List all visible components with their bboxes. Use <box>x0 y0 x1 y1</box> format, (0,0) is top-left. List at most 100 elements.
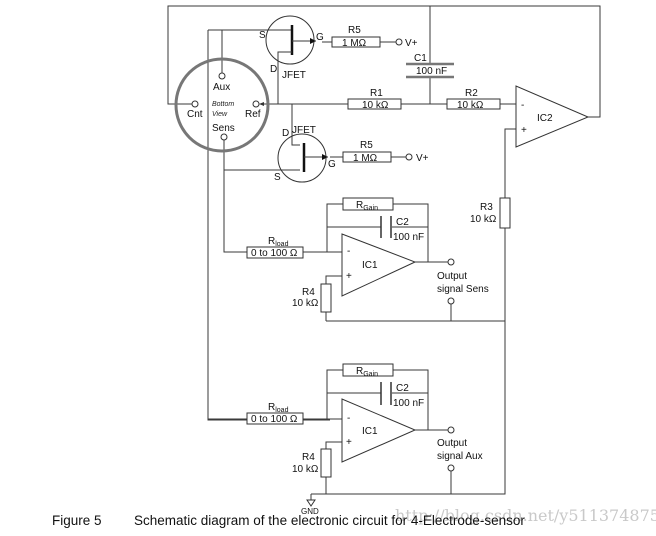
jfet-bottom: D JFET G S R5 1 MΩ V+ <box>274 125 429 183</box>
wire-rgain-sens-right <box>393 203 429 262</box>
ic1-aux-minus: - <box>347 413 350 424</box>
rgain-aux-label: RGain <box>356 366 378 378</box>
wire-rgain-aux-right <box>393 369 429 430</box>
rgain-aux-resistor <box>342 363 394 377</box>
sens-pin-terminal <box>220 133 228 141</box>
ic1-sens-plus: + <box>346 271 352 282</box>
wire-r3-ground <box>311 228 506 495</box>
ic1-aux-plus: + <box>346 437 352 448</box>
ic2-triangle <box>515 85 590 148</box>
rgain-aux-main: R <box>356 366 363 377</box>
r4-sens-name: R4 <box>302 287 315 298</box>
ic1-aux-name: IC1 <box>362 426 378 437</box>
rload-aux-sub: load <box>275 407 288 414</box>
wire-rgain-aux-left <box>326 369 343 419</box>
aux-pin-terminal <box>218 72 226 80</box>
r3-resistor-group: R3 10 kΩ <box>470 197 511 229</box>
ic1-aux-triangle <box>341 398 417 463</box>
ic1-sens-triangle <box>341 233 417 297</box>
rload-aux-label: Rload <box>268 402 289 414</box>
sensor-body <box>174 57 270 153</box>
jfet-top-drain-lead <box>277 51 292 56</box>
jfet-top-source-label: S <box>259 30 266 41</box>
watermark: http://blog.csdn.net/y511374875 <box>395 506 656 525</box>
r5-top-name: R5 <box>348 25 361 36</box>
ic1-sens-minus: - <box>347 246 350 257</box>
ic1-sens-name: IC1 <box>362 260 378 271</box>
rgain-sens-main: R <box>356 200 363 211</box>
jfet-top: S G D JFET R5 1 MΩ V+ <box>259 15 418 81</box>
r1-name: R1 <box>370 88 383 99</box>
r2-resistor-group: R2 10 kΩ <box>446 88 501 111</box>
figure-caption: Schematic diagram of the electronic circ… <box>134 513 525 528</box>
ref-arrow-icon <box>259 102 264 106</box>
r4-aux-name: R4 <box>302 452 315 463</box>
c2-sens-name: C2 <box>396 217 409 228</box>
jfet-bottom-source-label: S <box>274 172 281 183</box>
r2-value: 10 kΩ <box>457 100 484 111</box>
rload-aux-main: R <box>268 402 275 413</box>
rgain-sens-sub: Gain <box>363 205 378 212</box>
output-aux-gnd-terminal <box>447 464 455 472</box>
r1-resistor-group: R1 10 kΩ <box>347 88 402 111</box>
bottom-view-label: Bottom <box>212 101 234 108</box>
jfet-bottom-drain-label: D <box>282 128 289 139</box>
r1-value: 10 kΩ <box>362 100 389 111</box>
r3-resistor <box>499 197 511 229</box>
rload-sens-sub: load <box>275 241 288 248</box>
vplus-bottom-terminal <box>405 153 413 161</box>
c2-aux-value: 100 nF <box>393 398 424 409</box>
ref-pin-terminal <box>252 100 260 108</box>
wire-r4-sens-top <box>325 275 342 284</box>
ref-pin-label: Ref <box>245 109 261 120</box>
sens-pin-label: Sens <box>212 123 235 134</box>
rgain-sens-resistor <box>342 197 394 211</box>
output-aux-line1: Output <box>437 438 467 449</box>
vplus-bottom-label: V+ <box>416 153 429 164</box>
output-aux-line2: signal Aux <box>437 451 483 462</box>
rgain-sens-label: RGain <box>356 200 378 212</box>
stage-aux: RGain C2 100 nF Rload 0 to 100 Ω - + IC1… <box>246 363 483 478</box>
rload-sens-resistor <box>246 246 304 259</box>
jfet-top-drain-label: D <box>270 64 277 75</box>
ic2-plus: + <box>521 125 527 136</box>
r3-name: R3 <box>480 202 493 213</box>
rload-aux-value: 0 to 100 Ω <box>251 414 298 425</box>
output-sens-line2: signal Sens <box>437 284 489 295</box>
c2-sens-value: 100 nF <box>393 232 424 243</box>
rload-sens-value: 0 to 100 Ω <box>251 248 298 259</box>
c1-name: C1 <box>414 53 427 64</box>
jfet-top-gate-arrow-icon <box>310 38 316 44</box>
r1-resistor <box>347 98 402 110</box>
rload-aux-resistor <box>246 412 304 425</box>
r2-resistor <box>446 98 501 110</box>
wire-ic2-plus <box>504 128 516 198</box>
wire-sens <box>223 140 248 253</box>
wire-cnt-feedback <box>167 5 601 118</box>
vplus-top-terminal <box>395 38 403 46</box>
ic2-minus: - <box>521 100 524 111</box>
output-sens-line1: Output <box>437 271 467 282</box>
jfet-bottom-gate-label: G <box>328 159 336 170</box>
rload-sens-main: R <box>268 236 275 247</box>
wires <box>167 5 601 500</box>
wire-r4-aux-top <box>325 441 342 449</box>
r4-sens-value: 10 kΩ <box>292 298 319 309</box>
wire-rgain-sens-left <box>326 203 343 252</box>
vplus-top-label: V+ <box>405 38 418 49</box>
rload-sens-label: Rload <box>268 236 289 248</box>
stage-sens: RGain C2 100 nF Rload 0 to 100 Ω - + IC1… <box>246 197 489 313</box>
jfet-top-label: JFET <box>282 70 306 81</box>
cnt-pin-label: Cnt <box>187 109 203 120</box>
gnd-label: GND <box>301 507 319 516</box>
c2-aux-name: C2 <box>396 383 409 394</box>
ground-icon <box>306 499 316 507</box>
cnt-pin-terminal <box>191 100 199 108</box>
r4-aux-resistor <box>320 448 332 478</box>
output-sens-terminal <box>447 258 455 266</box>
ground: GND <box>301 499 319 516</box>
r5-top-value: 1 MΩ <box>342 38 367 49</box>
output-sens-gnd-terminal <box>447 297 455 305</box>
wire-jfet-bottom-drain <box>291 104 300 146</box>
ic2-opamp: - + IC2 <box>515 85 590 148</box>
